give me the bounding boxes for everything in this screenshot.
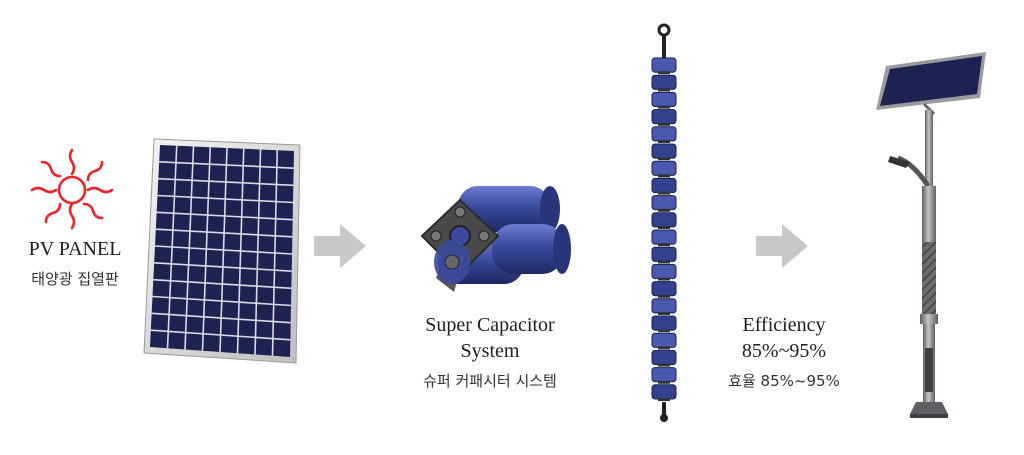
capacitor-connector bbox=[658, 105, 670, 109]
capacitor-connector bbox=[658, 88, 670, 92]
efficiency-subtitle: 효율 85%~95% bbox=[728, 372, 840, 390]
capacitor-cell bbox=[651, 160, 677, 176]
capacitor-connector bbox=[658, 226, 670, 229]
pv-panel-subtitle: 태양광 집열판 bbox=[31, 270, 119, 288]
capacitor-connector bbox=[658, 71, 670, 75]
capacitor-connector bbox=[658, 191, 670, 195]
capacitor-stack-image bbox=[651, 23, 677, 422]
capacitor-connector bbox=[658, 294, 670, 298]
capacitor-cell bbox=[651, 246, 677, 262]
capacitor-connector bbox=[658, 329, 670, 333]
panel-grid-line bbox=[151, 312, 291, 324]
arrow-right-icon bbox=[314, 224, 366, 268]
capacitor-connector bbox=[658, 277, 670, 281]
capacitor-connector bbox=[658, 208, 670, 212]
capacitor-connector bbox=[658, 363, 670, 367]
efficiency-title-line1: Efficiency bbox=[742, 314, 826, 336]
capacitor-cell bbox=[651, 263, 677, 280]
arrow-right-icon bbox=[756, 224, 808, 268]
capacitor-cell bbox=[651, 349, 677, 366]
panel-grid-line bbox=[158, 177, 294, 187]
capacitor-cell bbox=[651, 195, 677, 211]
solar-panel-image bbox=[143, 138, 301, 364]
super-capacitor-image bbox=[420, 186, 571, 292]
capacitor-cell bbox=[651, 177, 677, 194]
capacitor-connector bbox=[658, 380, 670, 384]
capacitor-connector bbox=[658, 157, 670, 161]
panel-grid-line bbox=[154, 262, 292, 272]
capacitor-cell bbox=[651, 315, 677, 331]
panel-grid-line bbox=[157, 194, 294, 204]
capacitor-connector bbox=[658, 260, 670, 264]
capacitor-title-line2: System bbox=[460, 340, 520, 362]
efficiency-title-line2: 85%~95% bbox=[741, 340, 827, 362]
capacitor-connector bbox=[658, 174, 670, 178]
capacitor-connector bbox=[658, 122, 670, 126]
capacitor-connector bbox=[658, 243, 670, 247]
capacitor-connector bbox=[658, 346, 670, 350]
pv-panel-title: PV PANEL bbox=[28, 238, 122, 260]
solar-street-light-image bbox=[876, 52, 986, 418]
capacitor-cell bbox=[651, 109, 677, 125]
panel-grid-line bbox=[154, 245, 293, 255]
panel-grid-line bbox=[150, 329, 291, 341]
panel-grid-line bbox=[159, 161, 294, 169]
capacitor-title-line1: Super Capacitor bbox=[425, 314, 555, 336]
capacitor-cell bbox=[651, 281, 677, 297]
capacitor-cell bbox=[651, 229, 677, 245]
capacitor-connector bbox=[658, 312, 670, 315]
capacitor-cell bbox=[651, 57, 677, 73]
panel-grid-line bbox=[156, 211, 293, 221]
capacitor-cell bbox=[651, 332, 677, 348]
capacitor-cell bbox=[651, 298, 677, 314]
capacitor-connector bbox=[658, 140, 670, 143]
sun-icon bbox=[30, 148, 114, 230]
capacitor-cell bbox=[651, 91, 677, 108]
capacitor-subtitle: 슈퍼 커패시터 시스템 bbox=[423, 372, 557, 390]
panel-grid-line bbox=[152, 295, 292, 307]
capacitor-connector bbox=[658, 398, 670, 401]
capacitor-cell bbox=[651, 126, 677, 142]
capacitor-cell bbox=[651, 367, 677, 383]
panel-grid-line bbox=[153, 278, 292, 290]
capacitor-cell bbox=[651, 212, 677, 228]
capacitor-cell bbox=[651, 384, 677, 400]
capacitor-cell bbox=[651, 143, 677, 159]
capacitor-cell bbox=[651, 74, 677, 90]
panel-grid-line bbox=[155, 228, 293, 238]
